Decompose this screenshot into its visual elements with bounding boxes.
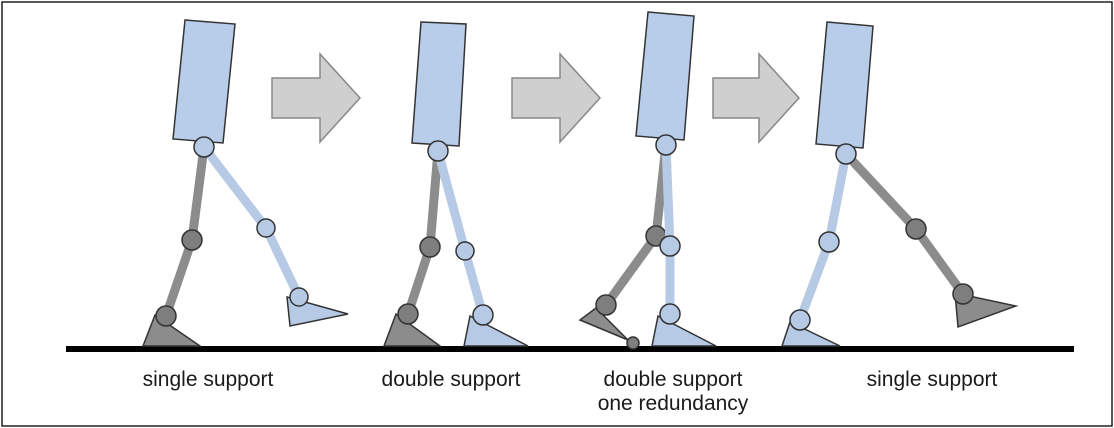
knee-joint [818, 231, 840, 253]
robot-figure-double-support [382, 21, 529, 347]
hip-joint [427, 140, 449, 162]
caption-phase-2: double support [348, 368, 554, 392]
knee-joint [905, 218, 927, 240]
stance-leg [780, 149, 851, 347]
torso [411, 21, 467, 147]
hip-joint [835, 143, 857, 165]
ankle-joint [472, 304, 494, 326]
rear-foot [382, 312, 443, 347]
front-leg [433, 146, 529, 347]
torso [635, 11, 695, 141]
ankle-joint [952, 283, 974, 305]
transition-arrow-2 [511, 52, 602, 144]
robot-figure-single-support-2 [780, 21, 1019, 347]
transition-arrow-3 [712, 52, 801, 144]
rear-leg [382, 146, 443, 347]
caption-line: double support [603, 368, 743, 391]
caption-line: one redundancy [597, 392, 749, 415]
knee-joint [455, 241, 475, 261]
ankle-joint [155, 305, 177, 327]
knee-joint [419, 236, 441, 258]
ankle-joint [659, 303, 681, 325]
caption-line: single support [866, 368, 998, 391]
caption-phase-1: single support [108, 368, 308, 392]
robot-figure-single-support [141, 19, 349, 347]
knee-joint [659, 235, 681, 257]
torso [172, 19, 236, 144]
robot-figure-double-support-redundancy [578, 11, 717, 350]
caption-phase-3: double support one redundancy [570, 368, 776, 416]
ankle-joint [397, 303, 419, 325]
ankle-joint [289, 287, 309, 307]
knee-joint [181, 229, 203, 251]
front-leg [651, 140, 717, 347]
torso [815, 21, 874, 149]
hip-joint [655, 134, 677, 156]
rear-foot [578, 307, 629, 341]
hip-joint [193, 136, 215, 158]
swing-leg [199, 142, 349, 327]
swing-leg [841, 149, 1019, 329]
caption-phase-4: single support [832, 368, 1032, 392]
ankle-joint [595, 294, 617, 316]
caption-line: double support [381, 368, 521, 391]
stance-foot [141, 313, 203, 347]
transition-arrow-1 [271, 52, 362, 144]
stance-leg [141, 142, 209, 347]
ankle-joint [789, 309, 811, 331]
toe-contact-joint [626, 336, 640, 350]
knee-joint [256, 218, 276, 238]
caption-line: single support [142, 368, 274, 391]
